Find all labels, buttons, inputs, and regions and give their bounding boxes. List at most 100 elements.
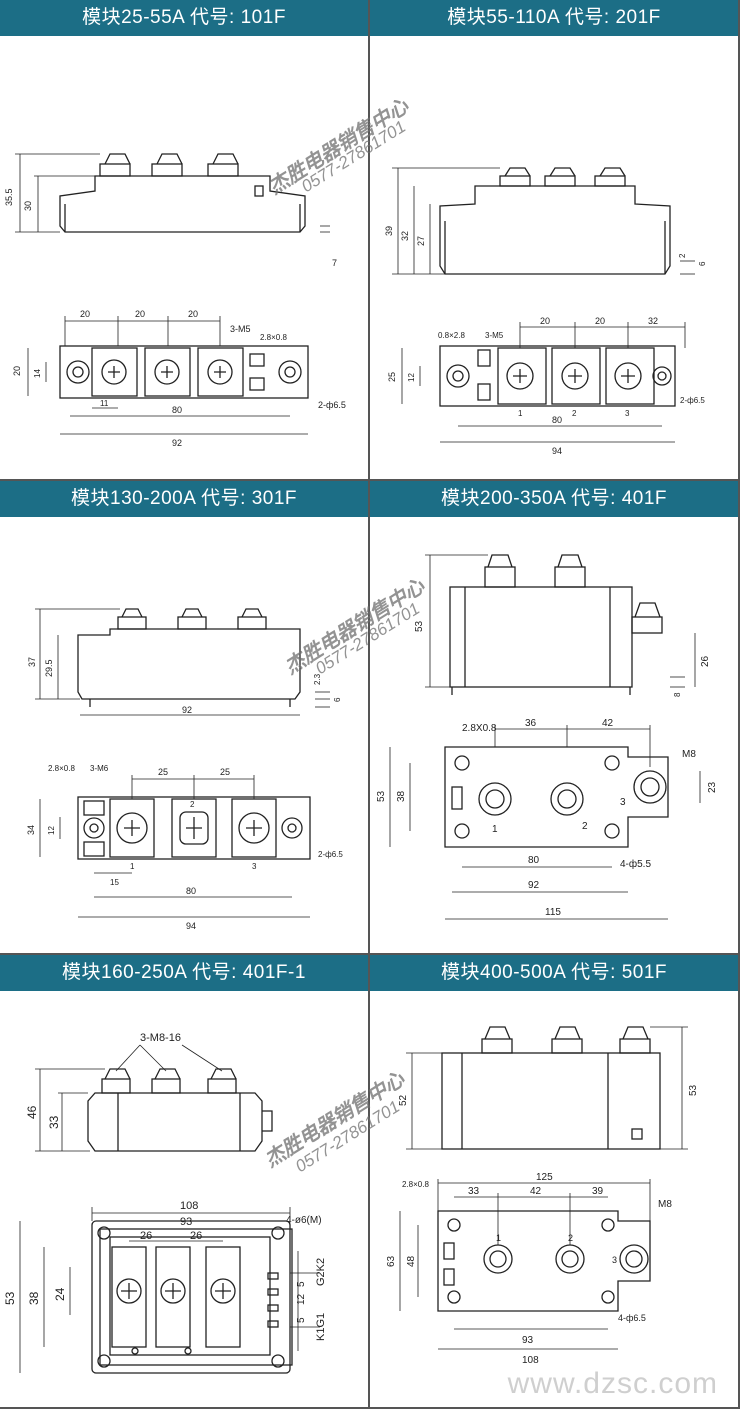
dim-w2: 25 — [220, 767, 230, 777]
panel-301f: 模块130-200A 代号: 301F 37 29.5 2.3 6 92 — [0, 481, 370, 955]
dim-tab: 2.8×0.8 — [260, 333, 287, 342]
panel-title: 模块160-250A 代号: 401F-1 — [0, 955, 368, 991]
dim-b1: 80 — [186, 886, 196, 896]
terminal-k1g1: K1G1 — [315, 1313, 327, 1341]
dim-top: 92 — [182, 705, 192, 715]
dim-b2: 108 — [522, 1355, 539, 1366]
dim-w1: 20 — [80, 309, 90, 319]
dim-tab: 2.8×0.8 — [48, 764, 75, 773]
dim-b2: 92 — [528, 880, 540, 891]
dim-b2: 92 — [172, 438, 182, 448]
dim-w3: 26 — [190, 1230, 202, 1242]
dim-w1: 20 — [540, 316, 550, 326]
dim-h2: 33 — [47, 1115, 61, 1129]
dim-w3: 39 — [592, 1186, 604, 1197]
dim-hole: 2-ф6.5 — [680, 396, 705, 405]
dim-h2: 30 — [23, 201, 33, 211]
label-2: 2 — [568, 1233, 573, 1243]
label-1: 1 — [492, 824, 498, 835]
dim-screw: M8 — [682, 749, 696, 760]
dim-screw: 3-M8-16 — [140, 1032, 181, 1044]
dim-hole: 4-ф6.5 — [618, 1313, 646, 1323]
label-1: 1 — [130, 862, 135, 871]
dim-screw: 3-M5 — [230, 324, 251, 334]
drawing-201f: 39 32 27 2 6 0.8×2.8 3-M5 20 20 — [384, 167, 707, 456]
panel-201f: 模块55-110A 代号: 201F 39 32 27 2 6 — [370, 0, 740, 481]
panel-title: 模块400-500A 代号: 501F — [370, 955, 738, 991]
dim-h1: 46 — [25, 1105, 39, 1119]
label-3: 3 — [252, 862, 257, 871]
dim-h4: 6 — [333, 697, 342, 702]
dim-tab: 0.8×2.8 — [438, 331, 465, 340]
label-2: 2 — [572, 409, 577, 418]
panel-title: 模块200-350A 代号: 401F — [370, 481, 738, 517]
dim-h1: 52 — [398, 1094, 409, 1106]
dim-h4: 2 — [678, 253, 687, 258]
drawing-301f: 37 29.5 2.3 6 92 2.8×0.8 3-M6 2 — [26, 608, 343, 931]
drawing-501f: 52 53 2.8×0.8 125 33 42 39 M8 63 — [386, 1026, 699, 1366]
label-3: 3 — [620, 797, 626, 808]
dim-v2: 48 — [406, 1255, 417, 1267]
dim-h2: 29.5 — [44, 659, 54, 677]
label-1: 1 — [518, 409, 523, 418]
label-3: 3 — [612, 1255, 617, 1265]
dim-h1: 53 — [414, 620, 425, 632]
dim-v3: 24 — [53, 1287, 67, 1301]
dim-w2: 42 — [602, 718, 614, 729]
dim-screw: 3-M6 — [90, 764, 109, 773]
dim-h1: 39 — [384, 226, 394, 236]
dim-b3: 115 — [545, 907, 561, 918]
dim-h2: 32 — [400, 231, 410, 241]
dim-b1: 80 — [172, 405, 182, 415]
dim-w0: 125 — [536, 1172, 553, 1183]
panel-title: 模块55-110A 代号: 201F — [370, 0, 738, 36]
drawing-401f-1: 3-M8-16 46 33 108 93 — [3, 1032, 327, 1374]
dim-h1: 35.5 — [4, 188, 14, 206]
dim-b1: 80 — [552, 415, 562, 425]
dim-v1: 53 — [376, 790, 387, 802]
dim-h3: 27 — [416, 236, 426, 246]
dim-s: 11 — [100, 399, 109, 408]
panel-501f: 模块400-500A 代号: 501F 52 53 — [370, 955, 740, 1409]
dim-hole: 2-ф6.5 — [318, 850, 343, 859]
dim-w1: 25 — [158, 767, 168, 777]
dim-t3: 5 — [296, 1317, 307, 1323]
dim-h2: 26 — [700, 655, 711, 667]
panel-title: 模块25-55A 代号: 101F — [0, 0, 368, 36]
dim-b1: 93 — [522, 1335, 534, 1346]
dim-v1: 25 — [387, 372, 397, 382]
dim-hole: 4-ø6(M) — [286, 1215, 322, 1226]
dim-w0: 108 — [180, 1200, 198, 1212]
site-watermark: www.dzsc.com — [507, 1367, 718, 1400]
dim-w2: 20 — [135, 309, 145, 319]
dim-w1: 93 — [180, 1216, 192, 1228]
dim-screw: 3-M5 — [485, 331, 504, 340]
dim-tab: 2.8X0.8 — [462, 723, 497, 734]
dim-v1: 53 — [3, 1291, 17, 1305]
dim-v2: 38 — [27, 1291, 41, 1305]
dim-hole: 2-ф6.5 — [318, 400, 346, 410]
terminal-g2k2: G2K2 — [315, 1258, 327, 1286]
dim-w1: 36 — [525, 718, 537, 729]
dim-w2: 20 — [595, 316, 605, 326]
panel-title: 模块130-200A 代号: 301F — [0, 481, 368, 517]
label-2: 2 — [582, 821, 588, 832]
dim-h5: 6 — [698, 261, 707, 266]
dim-v1: 34 — [26, 825, 36, 835]
panel-101f: 模块25-55A 代号: 101F 35.5 30 7 — [0, 0, 370, 481]
dim-v2: 38 — [396, 790, 407, 802]
dim-v1: 20 — [12, 366, 22, 376]
dim-screw: M8 — [658, 1199, 672, 1210]
dim-b1: 80 — [528, 855, 540, 866]
dim-v2: 12 — [407, 373, 416, 382]
dim-w1: 33 — [468, 1186, 480, 1197]
dim-v2: 12 — [47, 826, 56, 835]
dim-s: 15 — [110, 878, 119, 887]
dim-v3: 23 — [707, 781, 718, 793]
label-1: 1 — [496, 1233, 501, 1243]
dim-b2: 94 — [186, 921, 196, 931]
drawing-101f: 35.5 30 7 20 20 20 3-M5 — [4, 153, 346, 448]
dim-w2: 42 — [530, 1186, 542, 1197]
dim-h2: 53 — [688, 1084, 699, 1096]
dim-h3: 2.3 — [313, 673, 322, 685]
